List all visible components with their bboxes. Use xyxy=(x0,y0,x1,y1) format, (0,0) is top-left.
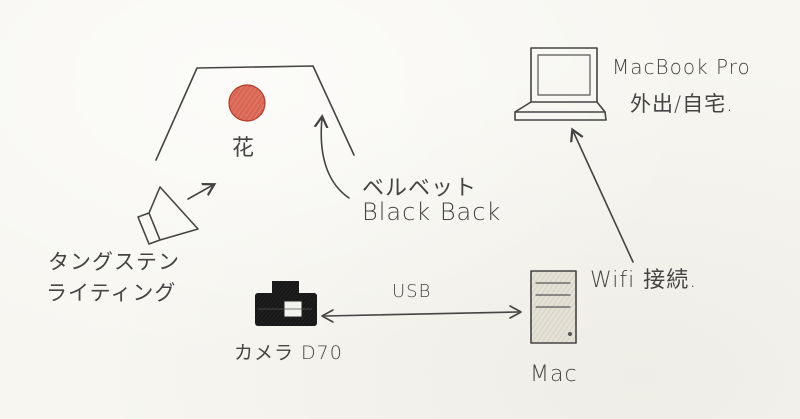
flower-label: 花 xyxy=(232,136,256,161)
black-back-label: Black Back xyxy=(362,198,502,226)
macbook-pro-icon xyxy=(514,47,607,121)
tungsten-label-line2: ライティング xyxy=(46,281,177,305)
black-back-backdrop xyxy=(155,65,355,161)
location-label: 外出/自宅. xyxy=(630,92,734,116)
usb-label: USB xyxy=(392,281,432,302)
velvet-label: ベルベット xyxy=(362,176,478,201)
macbook-pro-label: MacBook Pro xyxy=(612,55,751,79)
velvet-arrow xyxy=(321,118,350,199)
wifi-label: Wifi 接続. xyxy=(590,268,698,293)
camera-label: カメラ D70 xyxy=(234,342,343,364)
mac-tower-icon xyxy=(530,270,577,344)
usb-connection xyxy=(321,305,522,323)
flower-icon xyxy=(228,84,266,122)
tungsten-label-line1: タングステン xyxy=(48,250,180,274)
tungsten-light-icon xyxy=(137,185,213,245)
camera-icon xyxy=(255,281,317,326)
mac-label: Mac xyxy=(530,362,578,387)
wifi-arrow xyxy=(573,131,634,263)
